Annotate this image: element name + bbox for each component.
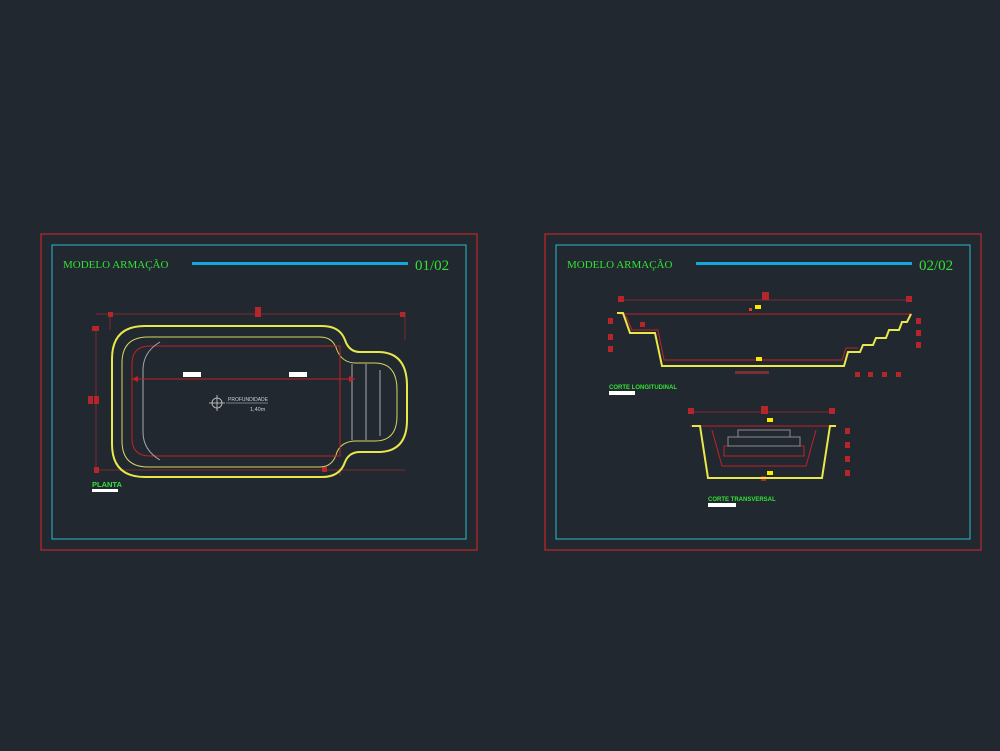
longitudinal-section: CORTE LONGITUDINAL [608, 292, 921, 395]
long-section-label-underline [609, 391, 635, 395]
sheet-02-inner-frame [555, 244, 971, 540]
sheet-02-title-bar [696, 262, 912, 265]
long-pool-profile [617, 312, 912, 367]
sheet-01: MODELO ARMAÇÃO 01/02 [40, 233, 478, 551]
trans-level-marker-bottom [767, 471, 773, 475]
pool-plan-inner-outline [121, 336, 398, 468]
sheet-02-outer-frame [544, 233, 982, 551]
sheet-01-inner-frame [51, 244, 467, 540]
plan-view-label-underline [92, 489, 118, 492]
pool-plan-rebar-outline [131, 345, 341, 457]
trans-dimension-marks [688, 406, 850, 481]
trans-rebar-profile [711, 429, 817, 467]
plan-cut-arrow-left [132, 376, 138, 382]
sheet-01-title: MODELO ARMAÇÃO [63, 259, 168, 271]
sheet-02-number: 02/02 [919, 258, 953, 274]
pool-plan-steps [351, 364, 381, 440]
sheet-01-number: 01/02 [415, 258, 449, 274]
long-level-marker-top [755, 305, 761, 309]
depth-annotation-title: PROFUNDIDADE [228, 397, 269, 403]
long-level-marker-top-dot [749, 308, 752, 311]
sheet-01-title-bar [192, 262, 408, 265]
plan-cut-arrow-right [349, 376, 355, 382]
sheet-02: MODELO ARMAÇÃO 02/02 [544, 233, 982, 551]
depth-target-icon [209, 395, 225, 411]
sheet-02-title: MODELO ARMAÇÃO [567, 259, 672, 271]
long-dimension-marks [608, 292, 921, 377]
long-level-marker-bottom [756, 357, 762, 361]
trans-section-label: CORTE TRANSVERSAL [708, 497, 776, 503]
trans-steps [723, 429, 805, 457]
plan-dimension-marks [88, 307, 405, 473]
plan-cut-label-left [183, 372, 201, 377]
trans-section-label-underline [708, 503, 736, 507]
trans-pool-profile [692, 425, 836, 479]
long-rebar-profile [625, 315, 858, 361]
plan-view-label: PLANTA [92, 480, 122, 489]
trans-level-marker-top [767, 418, 773, 422]
pool-plan-outer-outline [111, 325, 408, 478]
depth-annotation-value: 1,40m [250, 407, 266, 413]
sheet-01-outer-frame [40, 233, 478, 551]
transverse-section: CORTE TRANSVERSAL [688, 406, 850, 507]
plan-cut-label-right [289, 372, 307, 377]
long-section-label: CORTE LONGITUDINAL [609, 385, 677, 391]
long-base-slab [735, 371, 769, 374]
pool-plan-bench-curve [142, 341, 161, 461]
